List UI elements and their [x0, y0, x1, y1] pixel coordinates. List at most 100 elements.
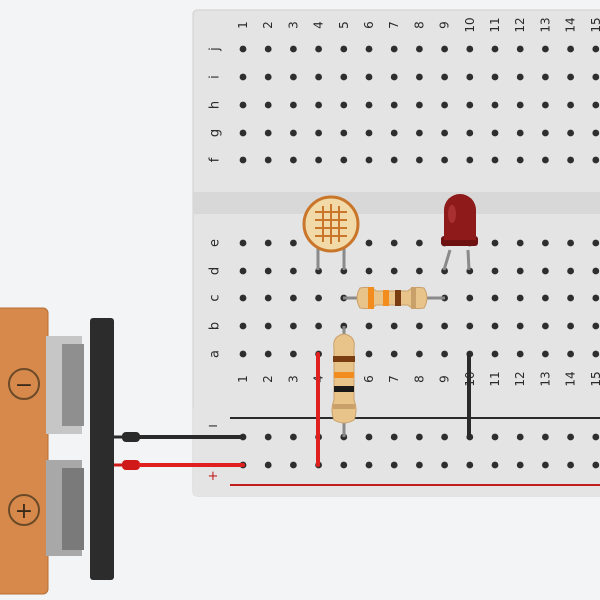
hole-j12[interactable] — [516, 45, 524, 53]
hole-b1[interactable] — [239, 322, 247, 330]
hole-j10[interactable] — [466, 45, 474, 53]
hole-a13[interactable] — [542, 350, 549, 358]
rail-plus-hole-2[interactable] — [264, 461, 272, 469]
hole-b15[interactable] — [592, 322, 600, 330]
hole-g2[interactable] — [264, 129, 272, 137]
hole-b10[interactable] — [466, 322, 474, 330]
hole-b8[interactable] — [416, 322, 423, 330]
hole-f8[interactable] — [416, 156, 423, 164]
hole-a6[interactable] — [365, 350, 373, 358]
hole-a7[interactable] — [390, 350, 398, 358]
hole-c11[interactable] — [491, 294, 499, 302]
hole-b13[interactable] — [542, 322, 549, 330]
hole-h5[interactable] — [340, 101, 348, 109]
hole-f13[interactable] — [542, 156, 549, 164]
hole-j13[interactable] — [542, 45, 549, 53]
hole-g3[interactable] — [290, 129, 297, 137]
hole-h3[interactable] — [290, 101, 297, 109]
hole-f3[interactable] — [290, 156, 297, 164]
hole-c13[interactable] — [542, 294, 549, 302]
hole-e8[interactable] — [416, 239, 423, 247]
rail-plus-hole-3[interactable] — [290, 461, 297, 469]
hole-c15[interactable] — [592, 294, 600, 302]
hole-b7[interactable] — [390, 322, 398, 330]
hole-c4[interactable] — [315, 294, 322, 302]
hole-i1[interactable] — [239, 73, 247, 81]
hole-e7[interactable] — [390, 239, 398, 247]
hole-h6[interactable] — [365, 101, 373, 109]
hole-i2[interactable] — [264, 73, 272, 81]
hole-f12[interactable] — [516, 156, 524, 164]
hole-j3[interactable] — [290, 45, 297, 53]
hole-c1[interactable] — [239, 294, 247, 302]
battery-lead-red[interactable] — [114, 460, 245, 470]
hole-g15[interactable] — [592, 129, 600, 137]
battery[interactable]: − + — [0, 307, 114, 595]
hole-h2[interactable] — [264, 101, 272, 109]
hole-a2[interactable] — [264, 350, 272, 358]
hole-e2[interactable] — [264, 239, 272, 247]
hole-d2[interactable] — [264, 267, 272, 275]
hole-a1[interactable] — [239, 350, 247, 358]
hole-f9[interactable] — [441, 156, 448, 164]
hole-d8[interactable] — [416, 267, 423, 275]
hole-d13[interactable] — [542, 267, 549, 275]
hole-a14[interactable] — [567, 350, 574, 358]
rail-plus-hole-10[interactable] — [466, 461, 474, 469]
hole-f5[interactable] — [340, 156, 348, 164]
hole-j4[interactable] — [315, 45, 322, 53]
hole-g1[interactable] — [239, 129, 247, 137]
hole-i3[interactable] — [290, 73, 297, 81]
red-led[interactable] — [441, 194, 478, 271]
hole-f15[interactable] — [592, 156, 600, 164]
rail-minus-hole-6[interactable] — [365, 433, 373, 441]
hole-j8[interactable] — [416, 45, 423, 53]
hole-g10[interactable] — [466, 129, 474, 137]
hole-e15[interactable] — [592, 239, 600, 247]
hole-j2[interactable] — [264, 45, 272, 53]
hole-j7[interactable] — [390, 45, 398, 53]
hole-h12[interactable] — [516, 101, 524, 109]
hole-j14[interactable] — [567, 45, 574, 53]
rail-minus-hole-15[interactable] — [592, 433, 600, 441]
hole-b3[interactable] — [290, 322, 297, 330]
hole-h11[interactable] — [491, 101, 499, 109]
hole-e1[interactable] — [239, 239, 247, 247]
hole-j9[interactable] — [441, 45, 448, 53]
hole-g6[interactable] — [365, 129, 373, 137]
hole-g11[interactable] — [491, 129, 499, 137]
hole-b11[interactable] — [491, 322, 499, 330]
hole-d14[interactable] — [567, 267, 574, 275]
hole-j11[interactable] — [491, 45, 499, 53]
hole-g5[interactable] — [340, 129, 348, 137]
hole-d1[interactable] — [239, 267, 247, 275]
hole-g14[interactable] — [567, 129, 574, 137]
hole-b12[interactable] — [516, 322, 524, 330]
hole-a8[interactable] — [416, 350, 423, 358]
rail-plus-hole-12[interactable] — [516, 461, 524, 469]
hole-c10[interactable] — [466, 294, 474, 302]
hole-g8[interactable] — [416, 129, 423, 137]
hole-h1[interactable] — [239, 101, 247, 109]
hole-b2[interactable] — [264, 322, 272, 330]
hole-h4[interactable] — [315, 101, 322, 109]
rail-minus-hole-14[interactable] — [567, 433, 574, 441]
hole-e6[interactable] — [365, 239, 373, 247]
hole-i10[interactable] — [466, 73, 474, 81]
hole-b14[interactable] — [567, 322, 574, 330]
hole-d12[interactable] — [516, 267, 524, 275]
rail-minus-hole-8[interactable] — [416, 433, 423, 441]
hole-a12[interactable] — [516, 350, 524, 358]
hole-j1[interactable] — [239, 45, 247, 53]
hole-g7[interactable] — [390, 129, 398, 137]
hole-j6[interactable] — [365, 45, 373, 53]
rail-plus-hole-15[interactable] — [592, 461, 600, 469]
hole-b6[interactable] — [365, 322, 373, 330]
hole-f1[interactable] — [239, 156, 247, 164]
hole-i8[interactable] — [416, 73, 423, 81]
resistor-horizontal[interactable] — [343, 286, 445, 310]
hole-e11[interactable] — [491, 239, 499, 247]
hole-i6[interactable] — [365, 73, 373, 81]
